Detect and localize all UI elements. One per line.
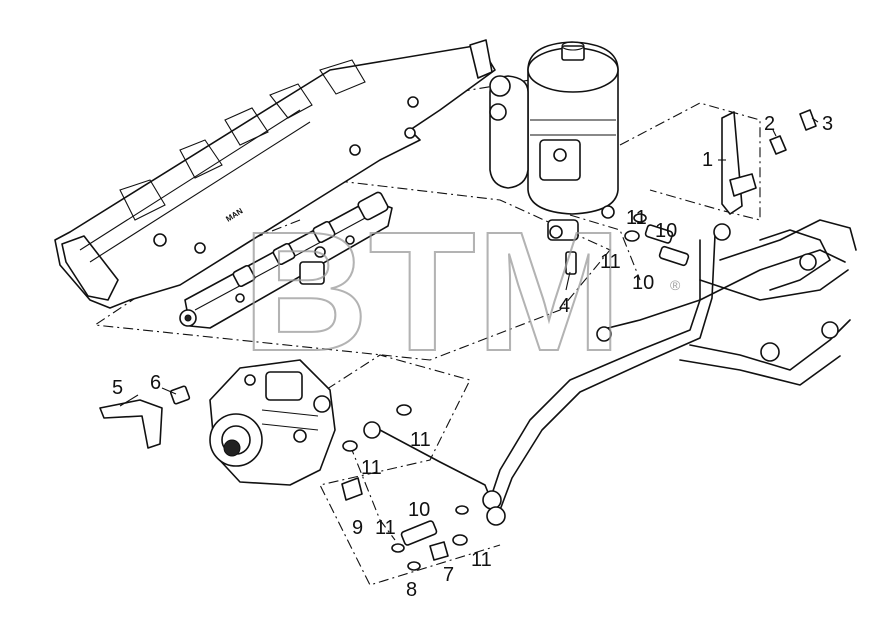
bracket-assembly bbox=[721, 109, 817, 215]
callout-4: 4 bbox=[559, 295, 570, 317]
callout-3: 3 bbox=[822, 113, 833, 135]
callout-8: 8 bbox=[406, 579, 417, 601]
callout-2: 2 bbox=[764, 113, 775, 135]
callout-9: 9 bbox=[352, 517, 363, 539]
common-rail bbox=[179, 191, 393, 329]
high-pressure-pump bbox=[209, 359, 336, 486]
callout-11-bottom-left: 11 bbox=[375, 517, 396, 539]
watermark-text: BTM bbox=[242, 197, 622, 387]
watermark-registered-mark: ® bbox=[670, 277, 681, 293]
callout-5: 5 bbox=[112, 377, 123, 399]
exhaust-manifold: MAN bbox=[54, 39, 496, 309]
pump-bracket bbox=[99, 385, 191, 449]
callout-11-top: 11 bbox=[626, 207, 647, 229]
callout-labels: 1 2 3 11 10 11 10 4 5 6 11 11 10 9 11 11… bbox=[112, 113, 833, 601]
fuel-filter-housing bbox=[489, 41, 619, 241]
callout-11-lower-right: 11 bbox=[410, 429, 431, 451]
filter-fittings bbox=[565, 213, 690, 275]
callout-1: 1 bbox=[702, 149, 713, 171]
callout-7: 7 bbox=[443, 564, 454, 586]
btm-watermark: BTM ® bbox=[241, 196, 681, 388]
callout-10-mid: 10 bbox=[632, 272, 654, 294]
callout-6: 6 bbox=[150, 372, 161, 394]
fuel-pipe-bundle bbox=[363, 219, 857, 526]
callout-10-top: 10 bbox=[655, 220, 677, 242]
callout-11-bottom-right: 11 bbox=[471, 549, 492, 571]
callout-10-bottom: 10 bbox=[408, 499, 430, 521]
callout-11-lower-left: 11 bbox=[361, 457, 382, 479]
leader-lines bbox=[119, 117, 819, 407]
callout-11-mid: 11 bbox=[600, 251, 621, 273]
pump-fittings bbox=[341, 404, 469, 571]
